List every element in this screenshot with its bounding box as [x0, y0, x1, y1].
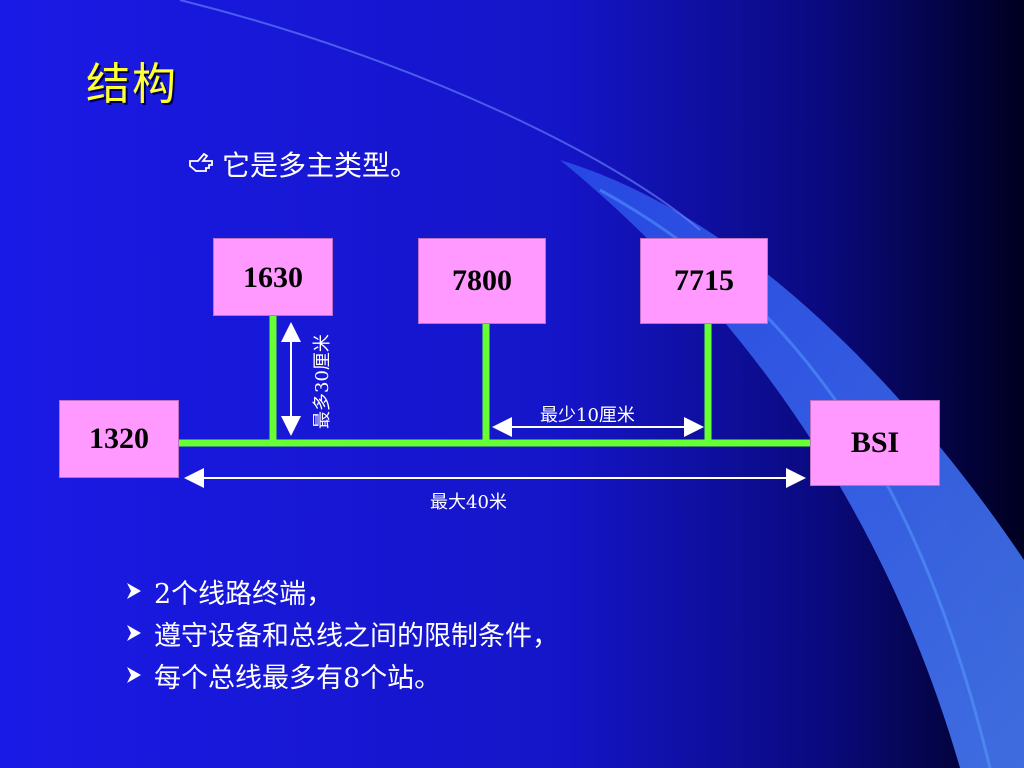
label-min-10cm: 最少10厘米 [540, 405, 635, 426]
decorative-swoosh [560, 160, 1024, 768]
bullet-list: 2个线路终端， 遵守设备和总线之间的限制条件， 每个总线最多有8个站。 [124, 574, 559, 700]
node-1630: 1630 [213, 238, 333, 316]
bullet-text: 遵守设备和总线之间的限制条件， [154, 621, 559, 652]
subtitle-text: 它是多主类型。 [222, 149, 419, 182]
bullet-item: 2个线路终端， [124, 574, 559, 616]
bullet-text: 2个线路终端， [154, 579, 334, 610]
node-1320: 1320 [59, 400, 179, 478]
hand-pointing-icon [188, 149, 214, 182]
arrowhead-bullet-icon [124, 658, 154, 700]
node-bsi: BSI [810, 400, 940, 486]
bullet-item: 每个总线最多有8个站。 [124, 658, 559, 700]
subtitle-line: 它是多主类型。 [188, 144, 418, 184]
node-7715: 7715 [640, 238, 768, 324]
label-max-40m: 最大40米 [430, 492, 507, 513]
decorative-arc [179, 0, 701, 231]
bullet-text: 每个总线最多有8个站。 [154, 663, 442, 694]
bullet-item: 遵守设备和总线之间的限制条件， [124, 616, 559, 658]
node-7800: 7800 [418, 238, 546, 324]
arrowhead-bullet-icon [124, 574, 154, 616]
label-max-30cm: 最多30厘米 [312, 334, 333, 429]
slide-title: 结构 [86, 59, 178, 110]
arrowhead-bullet-icon [124, 616, 154, 658]
